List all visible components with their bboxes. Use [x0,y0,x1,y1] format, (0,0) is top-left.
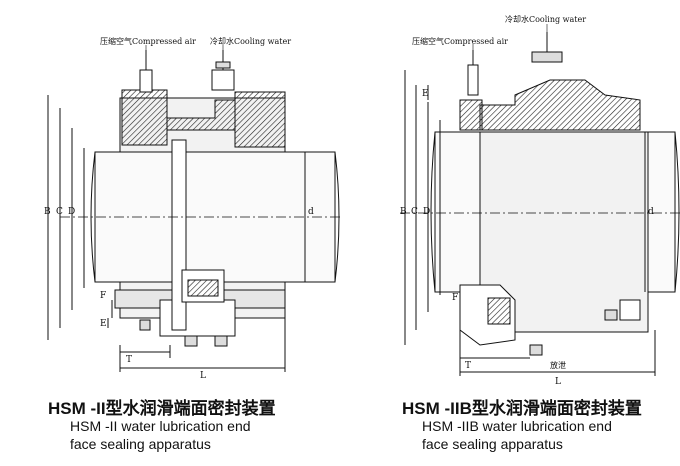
left-label-compressed-air: 压缩空气Compressed air [100,36,196,46]
left-dim-E: E [100,319,107,329]
right-dim-d: d [648,207,654,217]
left-dim-d: d [308,207,314,217]
left-caption-title: HSM -II型水润滑端面密封装置 [48,399,276,418]
left-seal-block-right [234,91,286,148]
right-label-compressed-air: 压缩空气Compressed air [412,36,508,46]
left-dim-B: B [44,207,51,217]
right-dim-F: F [452,293,458,303]
right-dim-C: C [411,207,418,217]
left-seal-block-left [121,89,168,146]
left-seal-drawing: 压缩空气Compressed air 冷却水Cooling water B C … [44,36,340,381]
right-seal-drawing: 压缩空气Compressed air 冷却水Cooling water 放泄 B… [400,14,680,387]
right-drawing-panel: 压缩空气Compressed air 冷却水Cooling water 放泄 B… [340,0,680,466]
right-caption-title: HSM -IIB型水润滑端面密封装置 [402,399,642,418]
right-dim-E: E [422,89,429,99]
left-label-cooling-water: 冷却水Cooling water [210,36,291,46]
left-dim-C: C [56,207,63,217]
right-label-cooling-water: 冷却水Cooling water [505,14,586,24]
left-drawing-panel: 压缩空气Compressed air 冷却水Cooling water B C … [44,36,340,452]
left-dim-L: L [200,371,206,381]
left-caption-line2: face sealing apparatus [70,436,211,452]
right-dim-D: D [423,207,430,217]
right-dim-L: L [555,377,561,387]
right-caption-line2: face sealing apparatus [422,436,563,452]
left-dim-T: T [126,355,132,365]
right-caption-line1: HSM -IIB water lubrication end [422,418,612,434]
right-dim-T: T [465,361,471,371]
left-caption-line1: HSM -II water lubrication end [70,418,251,434]
left-dim-D: D [68,207,75,217]
right-label-drain: 放泄 [550,360,566,370]
left-dim-F: F [100,291,106,301]
right-dim-B: B [400,207,407,217]
